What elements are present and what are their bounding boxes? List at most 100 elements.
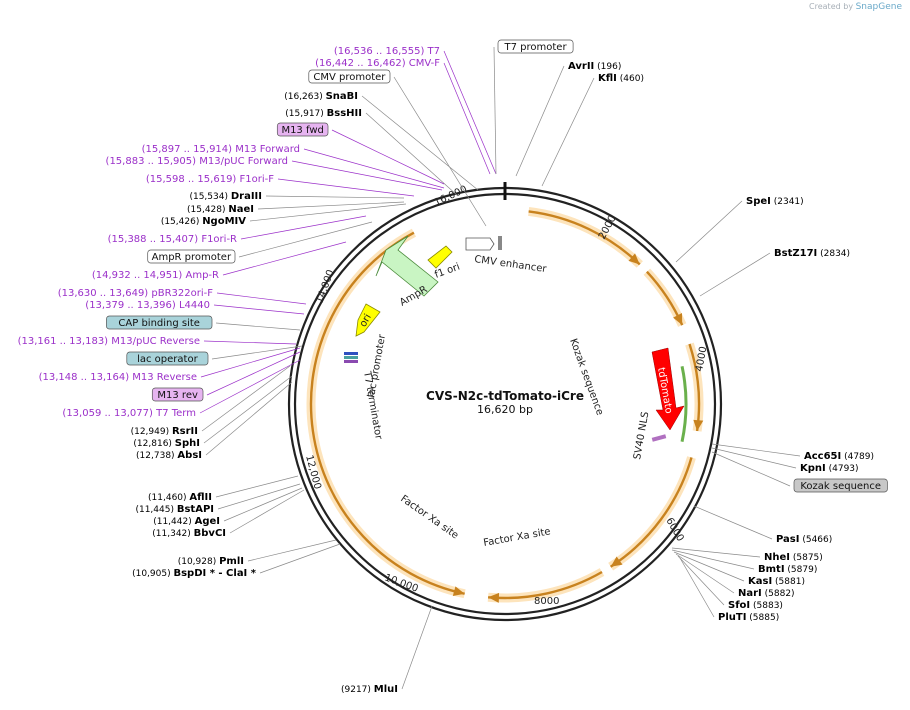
enzyme-site-label: (11,460) AflII	[148, 492, 212, 503]
enzyme-name: DraIII	[231, 191, 262, 202]
primer-label: (13,630 .. 13,649) pBR322ori-F	[58, 288, 214, 299]
tick-label: 14,000	[314, 268, 336, 305]
enzyme-site-label: BmtI (5879)	[758, 564, 817, 575]
enzyme-site-label: (15,428) NaeI	[187, 204, 254, 215]
enzyme-position: (5881)	[772, 577, 805, 587]
enzyme-site-label: (10,905) BspDI * - ClaI *	[132, 568, 257, 579]
orf-arrowhead	[488, 592, 500, 603]
label-leader-line	[259, 543, 341, 574]
label-leader-line	[673, 551, 745, 582]
enzyme-position: (5466)	[799, 535, 832, 545]
enzyme-name: PmlI	[219, 556, 244, 567]
label-leader-line	[200, 347, 301, 378]
primer-label: (15,388 .. 15,407) F1ori-R	[108, 234, 237, 245]
ori-arrow	[355, 303, 381, 337]
label-lacop: lac operator	[126, 351, 209, 366]
label-leader-line	[493, 46, 497, 175]
label-leader-line	[699, 252, 771, 297]
feature-box-label: M13 fwd	[281, 125, 323, 136]
label-bstapi: (11,445) BstAPI	[135, 504, 214, 515]
orf-arrow	[610, 457, 693, 568]
enzyme-position: (4789)	[841, 452, 874, 462]
label-leader-line	[206, 351, 301, 396]
enzyme-site-label: Acc65I (4789)	[804, 451, 874, 462]
label-nari: NarI (5882)	[738, 588, 795, 599]
enzyme-site-label: (15,917) BssHII	[285, 108, 362, 119]
label-l4440: (13,379 .. 13,396) L4440	[85, 300, 210, 311]
label-pasi: PasI (5466)	[776, 534, 832, 545]
enzyme-site-label: (15,426) NgoMIV	[161, 216, 246, 227]
label-pbr322: (13,630 .. 13,649) pBR322ori-F	[58, 288, 214, 299]
enzyme-name: AgeI	[195, 516, 220, 527]
enzyme-site-label: KasI (5881)	[748, 576, 805, 587]
feature-box-label: AmpR promoter	[152, 252, 232, 263]
enzyme-position: (11,442)	[153, 517, 194, 527]
enzyme-site-label: BstZ17I (2834)	[774, 248, 850, 259]
green-feature-arrow	[680, 366, 688, 442]
label-sfoi: SfoI (5883)	[728, 600, 783, 611]
enzyme-position: (2341)	[771, 197, 804, 207]
label-leader-line	[401, 605, 433, 690]
feature-box	[106, 315, 213, 330]
tick-label: 8000	[534, 596, 559, 607]
enzyme-name: NaeI	[228, 204, 254, 215]
feature-label: Factor Xa site	[483, 526, 552, 549]
enzyme-name: SphI	[175, 438, 200, 449]
enzyme-name: BstAPI	[177, 504, 214, 515]
label-absi: (12,738) AbsI	[136, 450, 202, 461]
label-leader-line	[257, 201, 405, 210]
enzyme-site-label: PluTI (5885)	[718, 612, 779, 623]
enzyme-name: SfoI	[728, 600, 750, 611]
feature-label: SV40 NLS	[632, 411, 651, 461]
plasmid-name: CVS-N2c-tdTomato-iCre	[426, 389, 584, 403]
enzyme-name: MluI	[374, 684, 398, 695]
enzyme-name: RsrII	[172, 426, 198, 437]
enzyme-name: KpnI	[800, 463, 826, 474]
feature-label: T7 terminator	[361, 370, 384, 442]
label-leader-line	[675, 200, 743, 263]
feature-box	[147, 249, 236, 264]
enzyme-site-label: KpnI (4793)	[800, 463, 859, 474]
enzyme-position: (12,738)	[136, 451, 177, 461]
enzyme-name: PluTI	[718, 612, 746, 623]
label-leader-line	[199, 359, 301, 414]
label-t7promoter: T7 promoter	[497, 39, 574, 54]
label-leader-line	[671, 549, 755, 570]
label-t7term: (13,059 .. 13,077) T7 Term	[62, 408, 196, 419]
feature-box-label: lac operator	[137, 354, 198, 365]
label-leader-line	[277, 178, 415, 197]
label-m13forward: (15,897 .. 15,914) M13 Forward	[142, 144, 300, 155]
m13-rev-box	[344, 360, 358, 363]
label-leader-line	[249, 203, 407, 222]
credit-prefix: Created by	[809, 2, 854, 11]
f1ori-arrow	[427, 245, 453, 269]
enzyme-position: (9217)	[341, 685, 374, 695]
label-leader-line	[203, 375, 293, 444]
enzyme-site-label: (11,442) AgeI	[153, 516, 220, 527]
label-leader-line	[677, 555, 725, 606]
label-spei: SpeI (2341)	[746, 196, 804, 207]
enzyme-name: BssHII	[327, 108, 362, 119]
enzyme-site-label: (10,928) PmlI	[178, 556, 244, 567]
label-snabi: (16,263) SnaBI	[284, 91, 358, 102]
label-leader-line	[541, 77, 595, 187]
label-kozakbox: Kozak sequence	[793, 478, 888, 493]
label-leader-line	[679, 557, 715, 618]
cmv-enhancer-arrow	[465, 237, 495, 251]
label-t7: (16,536 .. 16,555) T7	[334, 46, 440, 57]
lac-operator-box	[344, 352, 358, 355]
enzyme-site-label: KflI (460)	[598, 73, 644, 84]
feature-box	[497, 39, 574, 54]
enzyme-position: (5875)	[790, 553, 823, 563]
enzyme-site-label: (15,534) DraIII	[189, 191, 262, 202]
tick-label: 4000	[694, 346, 709, 373]
enzyme-position: (2834)	[817, 249, 850, 259]
label-cmv-f: (16,442 .. 16,462) CMV-F	[315, 58, 440, 69]
primer-label: (13,379 .. 13,396) L4440	[85, 300, 210, 311]
label-naei: (15,428) NaeI	[187, 204, 254, 215]
label-leader-line	[216, 292, 307, 305]
label-nhei: NheI (5875)	[764, 552, 823, 563]
label-ngomiv: (15,426) NgoMIV	[161, 216, 246, 227]
